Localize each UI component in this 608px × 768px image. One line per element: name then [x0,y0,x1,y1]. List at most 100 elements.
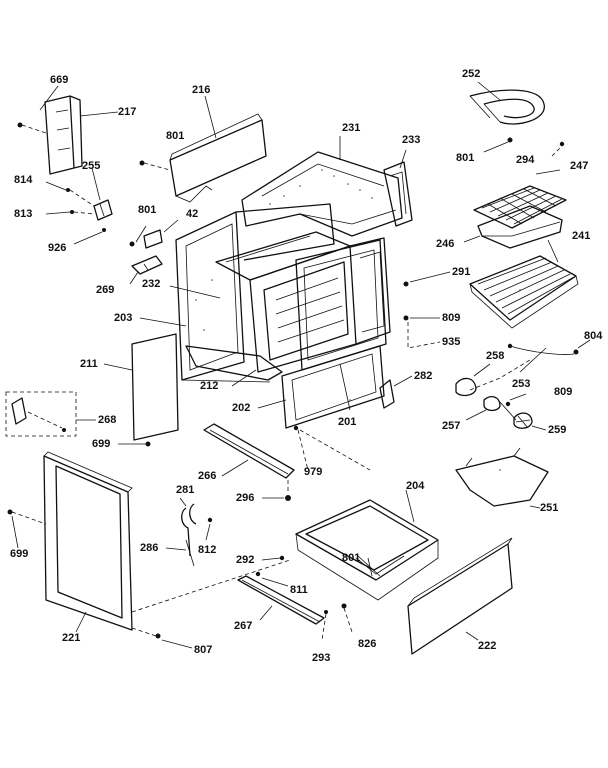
vent-panel-part [169,95,267,203]
callout-251: 251 [540,502,559,514]
callout-814: 814 [14,174,33,186]
callout-801-drawer: 801 [342,552,361,564]
callout-221: 221 [62,632,81,644]
callout-286: 286 [140,542,159,554]
callout-296: 296 [236,492,255,504]
screw-809-valve [505,401,511,407]
screw-699-panel [145,441,151,447]
callout-258: 258 [486,350,505,362]
screw-807 [155,633,161,639]
callout-233: 233 [402,134,421,146]
callout-291: 291 [452,266,471,278]
broil-pan-grid-part [473,169,567,229]
callout-699-panel: 699 [92,438,111,450]
side-bracket-part [39,85,119,175]
callout-809-valve: 809 [554,386,573,398]
callout-266: 266 [198,470,217,482]
oven-body-part [139,203,391,411]
screw-809 [403,315,409,321]
callout-231: 231 [342,122,361,134]
callout-217: 217 [118,106,137,118]
callout-804: 804 [584,330,603,342]
hinge-box-part [5,391,96,437]
callout-979: 979 [304,466,323,478]
callout-204: 204 [406,480,425,492]
clip-part [129,255,163,285]
screw-292 [279,555,285,561]
callout-269: 269 [96,284,115,296]
broil-pan-part [463,205,563,249]
screw-293 [324,610,328,614]
rating-label-part [143,219,179,249]
callout-926: 926 [48,242,67,254]
screw-801-element [507,137,513,143]
outer-side-panel-part [103,333,179,441]
callout-212: 212 [200,380,219,392]
callout-801-label: 801 [138,204,157,216]
callout-935: 935 [442,336,461,348]
oven-door-part [43,451,133,633]
callout-813: 813 [14,208,33,220]
screw-296 [285,495,291,501]
broil-element-part [469,81,545,125]
callout-247: 247 [570,160,589,172]
screw-291 [403,281,409,287]
callout-811: 811 [290,584,308,596]
screw-669 [17,122,23,128]
drawer-rail-part [203,423,295,479]
callout-216: 216 [192,84,211,96]
screw-801-vent [139,160,145,166]
callout-259: 259 [548,424,567,436]
screw-814 [66,188,70,192]
callout-807: 807 [194,644,213,656]
callout-826: 826 [358,638,377,650]
screw-826 [341,603,347,609]
callout-669: 669 [50,74,69,86]
screw-804 [573,349,579,355]
callout-257: 257 [442,420,461,432]
screw-801-label [129,241,135,247]
callout-268: 268 [98,414,117,426]
screw-812 [207,517,213,523]
oven-top-panel-part [241,136,403,237]
callout-267: 267 [234,620,253,632]
screw-813 [70,210,74,214]
callout-203: 203 [114,312,133,324]
burner-baffle-part [455,447,549,509]
callout-809-frame: 809 [442,312,461,324]
screw-979 [293,425,299,431]
stipple-texture [195,169,521,471]
callout-202: 202 [232,402,251,414]
callout-222: 222 [478,640,497,652]
callout-292: 292 [236,554,255,566]
callout-232: 232 [142,278,161,290]
screw-811-a [255,571,261,577]
callout-801-vent: 801 [166,130,185,142]
callout-699-door: 699 [10,548,29,560]
callout-282: 282 [414,370,433,382]
callout-294: 294 [516,154,535,166]
callout-252: 252 [462,68,481,80]
callout-812: 812 [198,544,217,556]
hinge-screw [62,428,66,432]
front-frame-part [257,345,385,429]
screw-253 [507,343,513,349]
corner-brace-part [383,149,413,227]
callout-201: 201 [338,416,357,428]
callout-211: 211 [80,358,98,370]
callout-281: 281 [176,484,195,496]
burner-valve-part [379,339,591,431]
callout-246: 246 [436,238,455,250]
callout-293: 293 [312,652,331,664]
callout-253: 253 [512,378,531,390]
screw-699-door [7,509,13,515]
callout-801-element: 801 [456,152,475,164]
screw-926 [102,228,106,232]
callout-42: 42 [186,208,199,220]
callout-255: 255 [82,160,101,172]
callout-241: 241 [572,230,591,242]
igniter-bracket-part [91,167,113,221]
drawer-front-panel-part [407,537,513,655]
